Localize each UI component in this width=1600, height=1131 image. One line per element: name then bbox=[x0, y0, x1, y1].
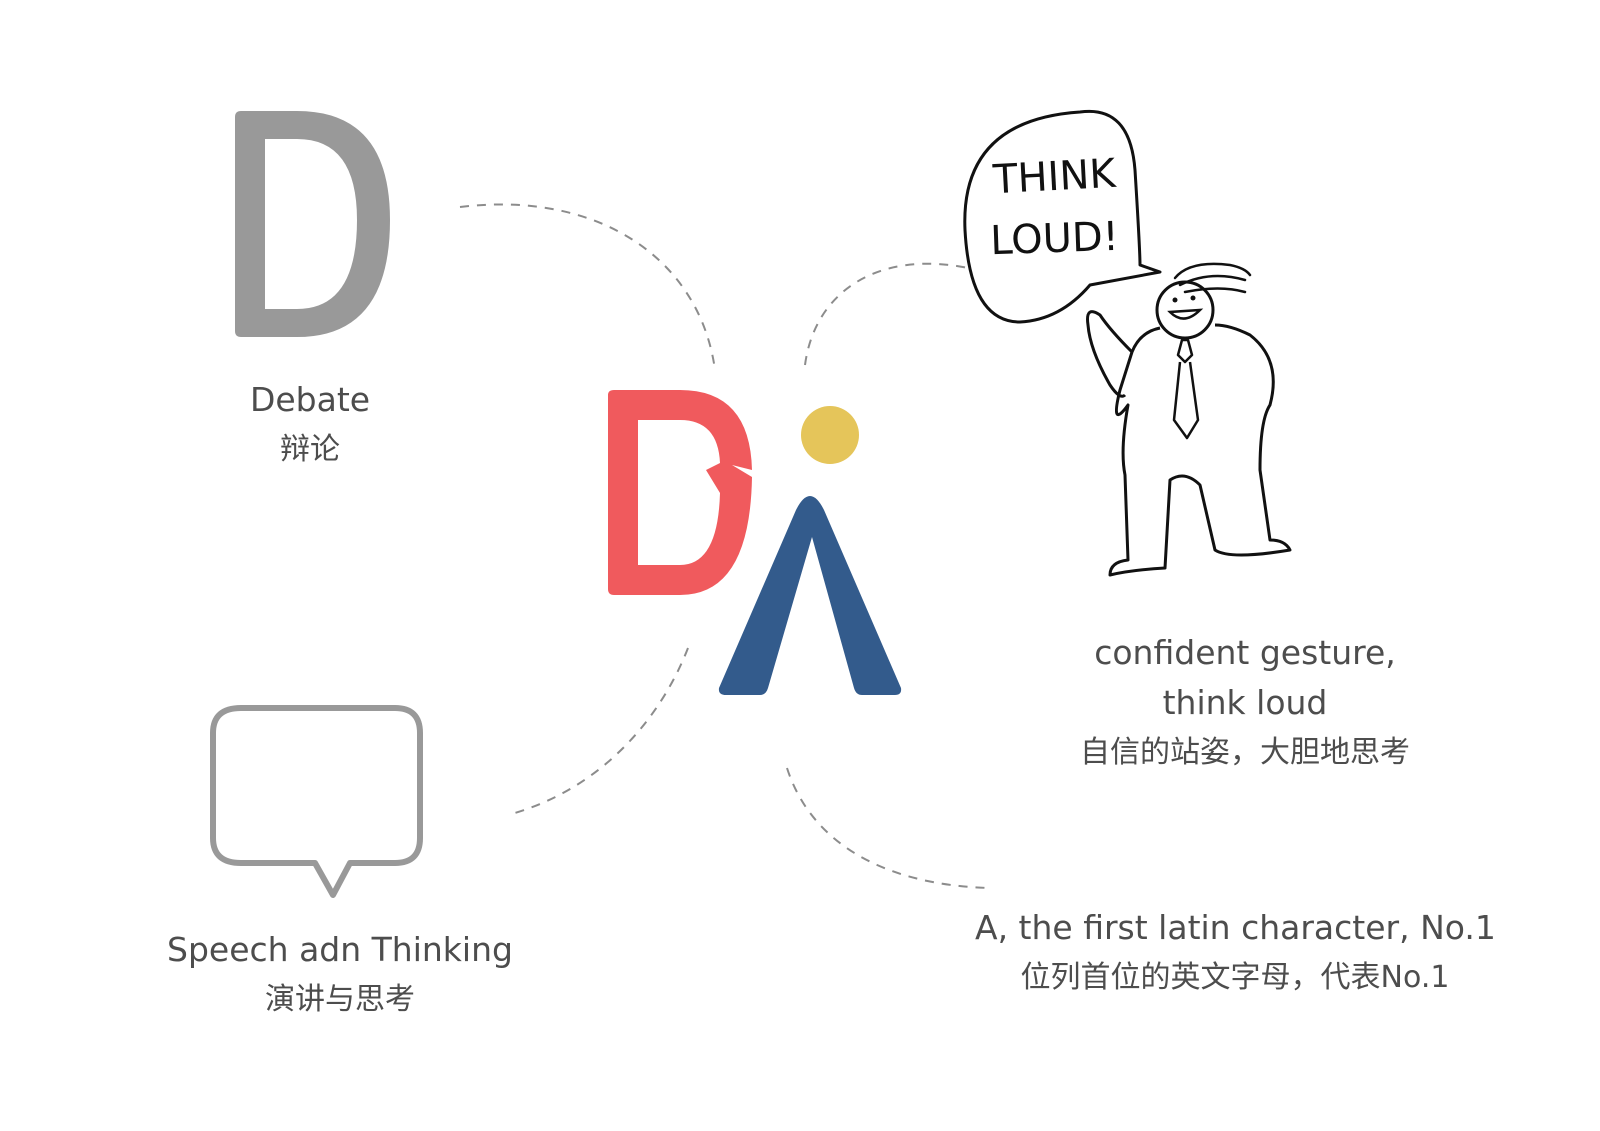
logo-d-shape bbox=[608, 390, 752, 595]
figure-raised-arm bbox=[1086, 310, 1134, 398]
debate-caption-cn: 辩论 bbox=[280, 432, 340, 467]
figure-hair bbox=[1173, 262, 1252, 294]
letter-a-caption: A, the first latin character, No.1 位列首位的… bbox=[975, 903, 1496, 1003]
gesture-caption-en-line2: think loud bbox=[1162, 683, 1328, 722]
logo-a-shape bbox=[718, 496, 902, 695]
logo-dot bbox=[801, 406, 859, 464]
di-logo bbox=[600, 385, 910, 710]
letter-a-caption-en: A, the first latin character, No.1 bbox=[975, 908, 1496, 947]
figure-bubble-line2: LOUD! bbox=[990, 214, 1120, 264]
debate-letter-d: D bbox=[225, 95, 395, 355]
speech-caption-en: Speech adn Thinking bbox=[167, 930, 513, 969]
letter-a-caption-cn: 位列首位的英文字母，代表No.1 bbox=[1020, 960, 1450, 995]
speech-caption-cn: 演讲与思考 bbox=[265, 982, 415, 1017]
speech-caption: Speech adn Thinking 演讲与思考 bbox=[160, 925, 520, 1025]
connector-speech bbox=[507, 647, 689, 816]
connector-letter-a bbox=[786, 767, 991, 889]
figure-eye-left bbox=[1172, 297, 1178, 303]
debate-caption: Debate 辩论 bbox=[210, 375, 410, 475]
connector-debate bbox=[459, 203, 716, 371]
speech-bubble-outline bbox=[210, 705, 423, 898]
figure-speech-bubble bbox=[963, 109, 1162, 324]
debate-caption-en: Debate bbox=[249, 380, 371, 419]
figure-tie bbox=[1172, 338, 1200, 440]
figure-body bbox=[1108, 323, 1292, 577]
figure-head bbox=[1155, 280, 1215, 340]
connector-gesture bbox=[804, 262, 969, 366]
figure-smile bbox=[1167, 308, 1204, 320]
think-loud-figure: THINK LOUD! bbox=[960, 100, 1320, 590]
figure-eye-right bbox=[1190, 295, 1196, 301]
gesture-caption-en-line1: confident gesture, bbox=[1094, 633, 1396, 672]
letter-d-shape bbox=[235, 111, 390, 337]
speech-bubble-icon bbox=[205, 700, 430, 915]
figure-bubble-line1: THINK bbox=[991, 151, 1118, 203]
gesture-caption: confident gesture, think loud 自信的站姿，大胆地思… bbox=[1040, 628, 1450, 778]
gesture-caption-cn: 自信的站姿，大胆地思考 bbox=[1080, 735, 1410, 770]
